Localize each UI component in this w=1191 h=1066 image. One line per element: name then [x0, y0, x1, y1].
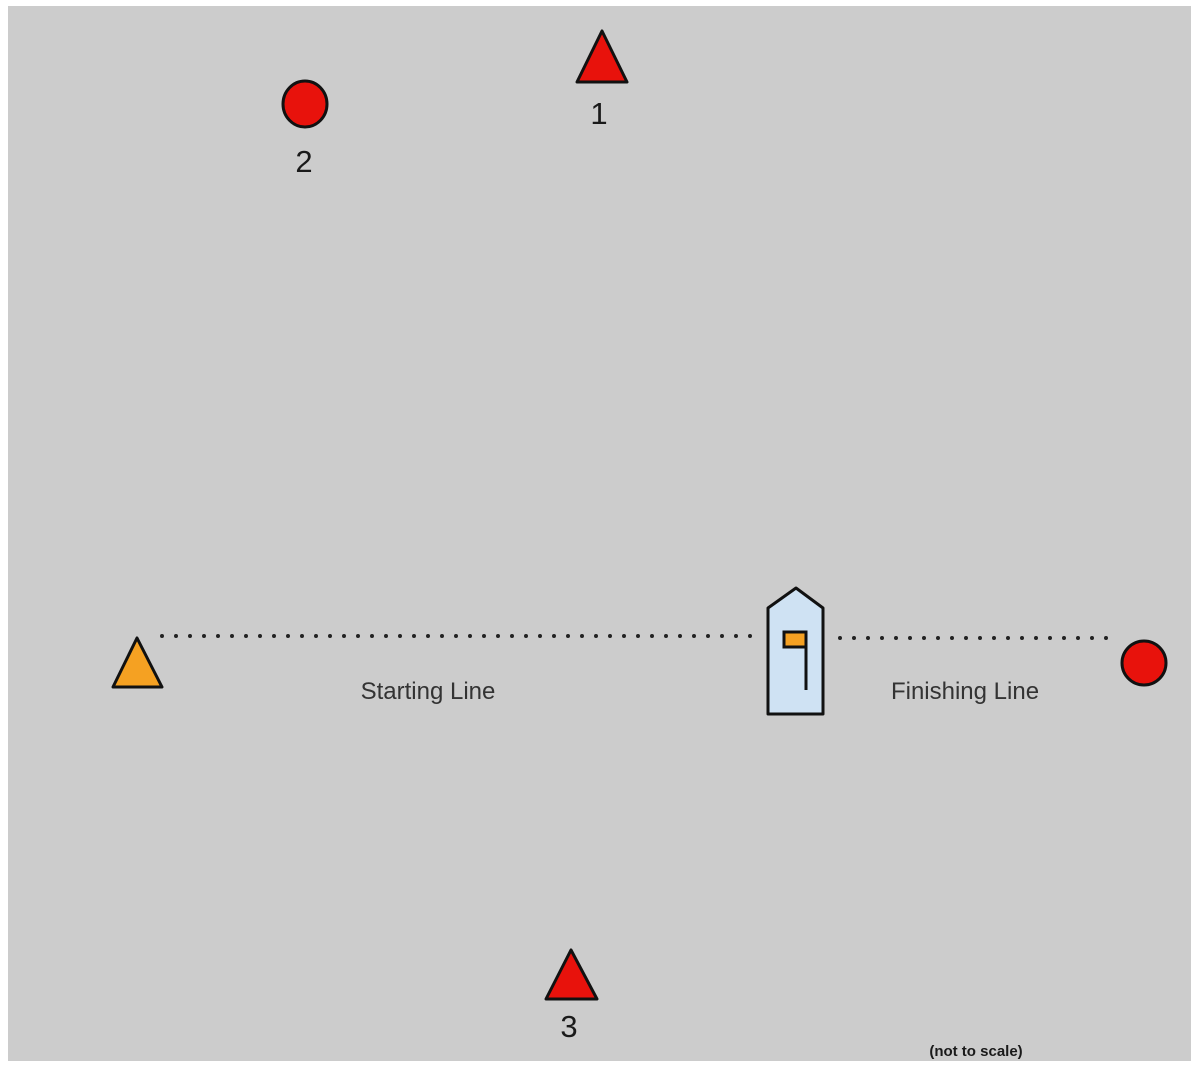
water-background — [8, 6, 1191, 1061]
mark-2-circle-icon — [281, 79, 329, 129]
mark-3-label: 3 — [560, 1009, 577, 1044]
start-pin-triangle-icon — [111, 636, 164, 689]
mark-1-label: 1 — [590, 96, 607, 131]
mark-3-triangle-icon — [544, 948, 599, 1001]
mark-2-label: 2 — [295, 144, 312, 179]
scale-note: (not to scale) — [929, 1043, 1022, 1060]
committee-boat-icon — [766, 586, 825, 716]
mark-1-triangle-icon — [575, 29, 629, 84]
finishing-line-label: Finishing Line — [891, 678, 1039, 705]
finish-pin-circle-icon — [1120, 639, 1168, 687]
orange-flag-icon — [782, 630, 808, 649]
committee-boat-hull — [766, 586, 825, 716]
starting-line-label: Starting Line — [361, 678, 496, 705]
